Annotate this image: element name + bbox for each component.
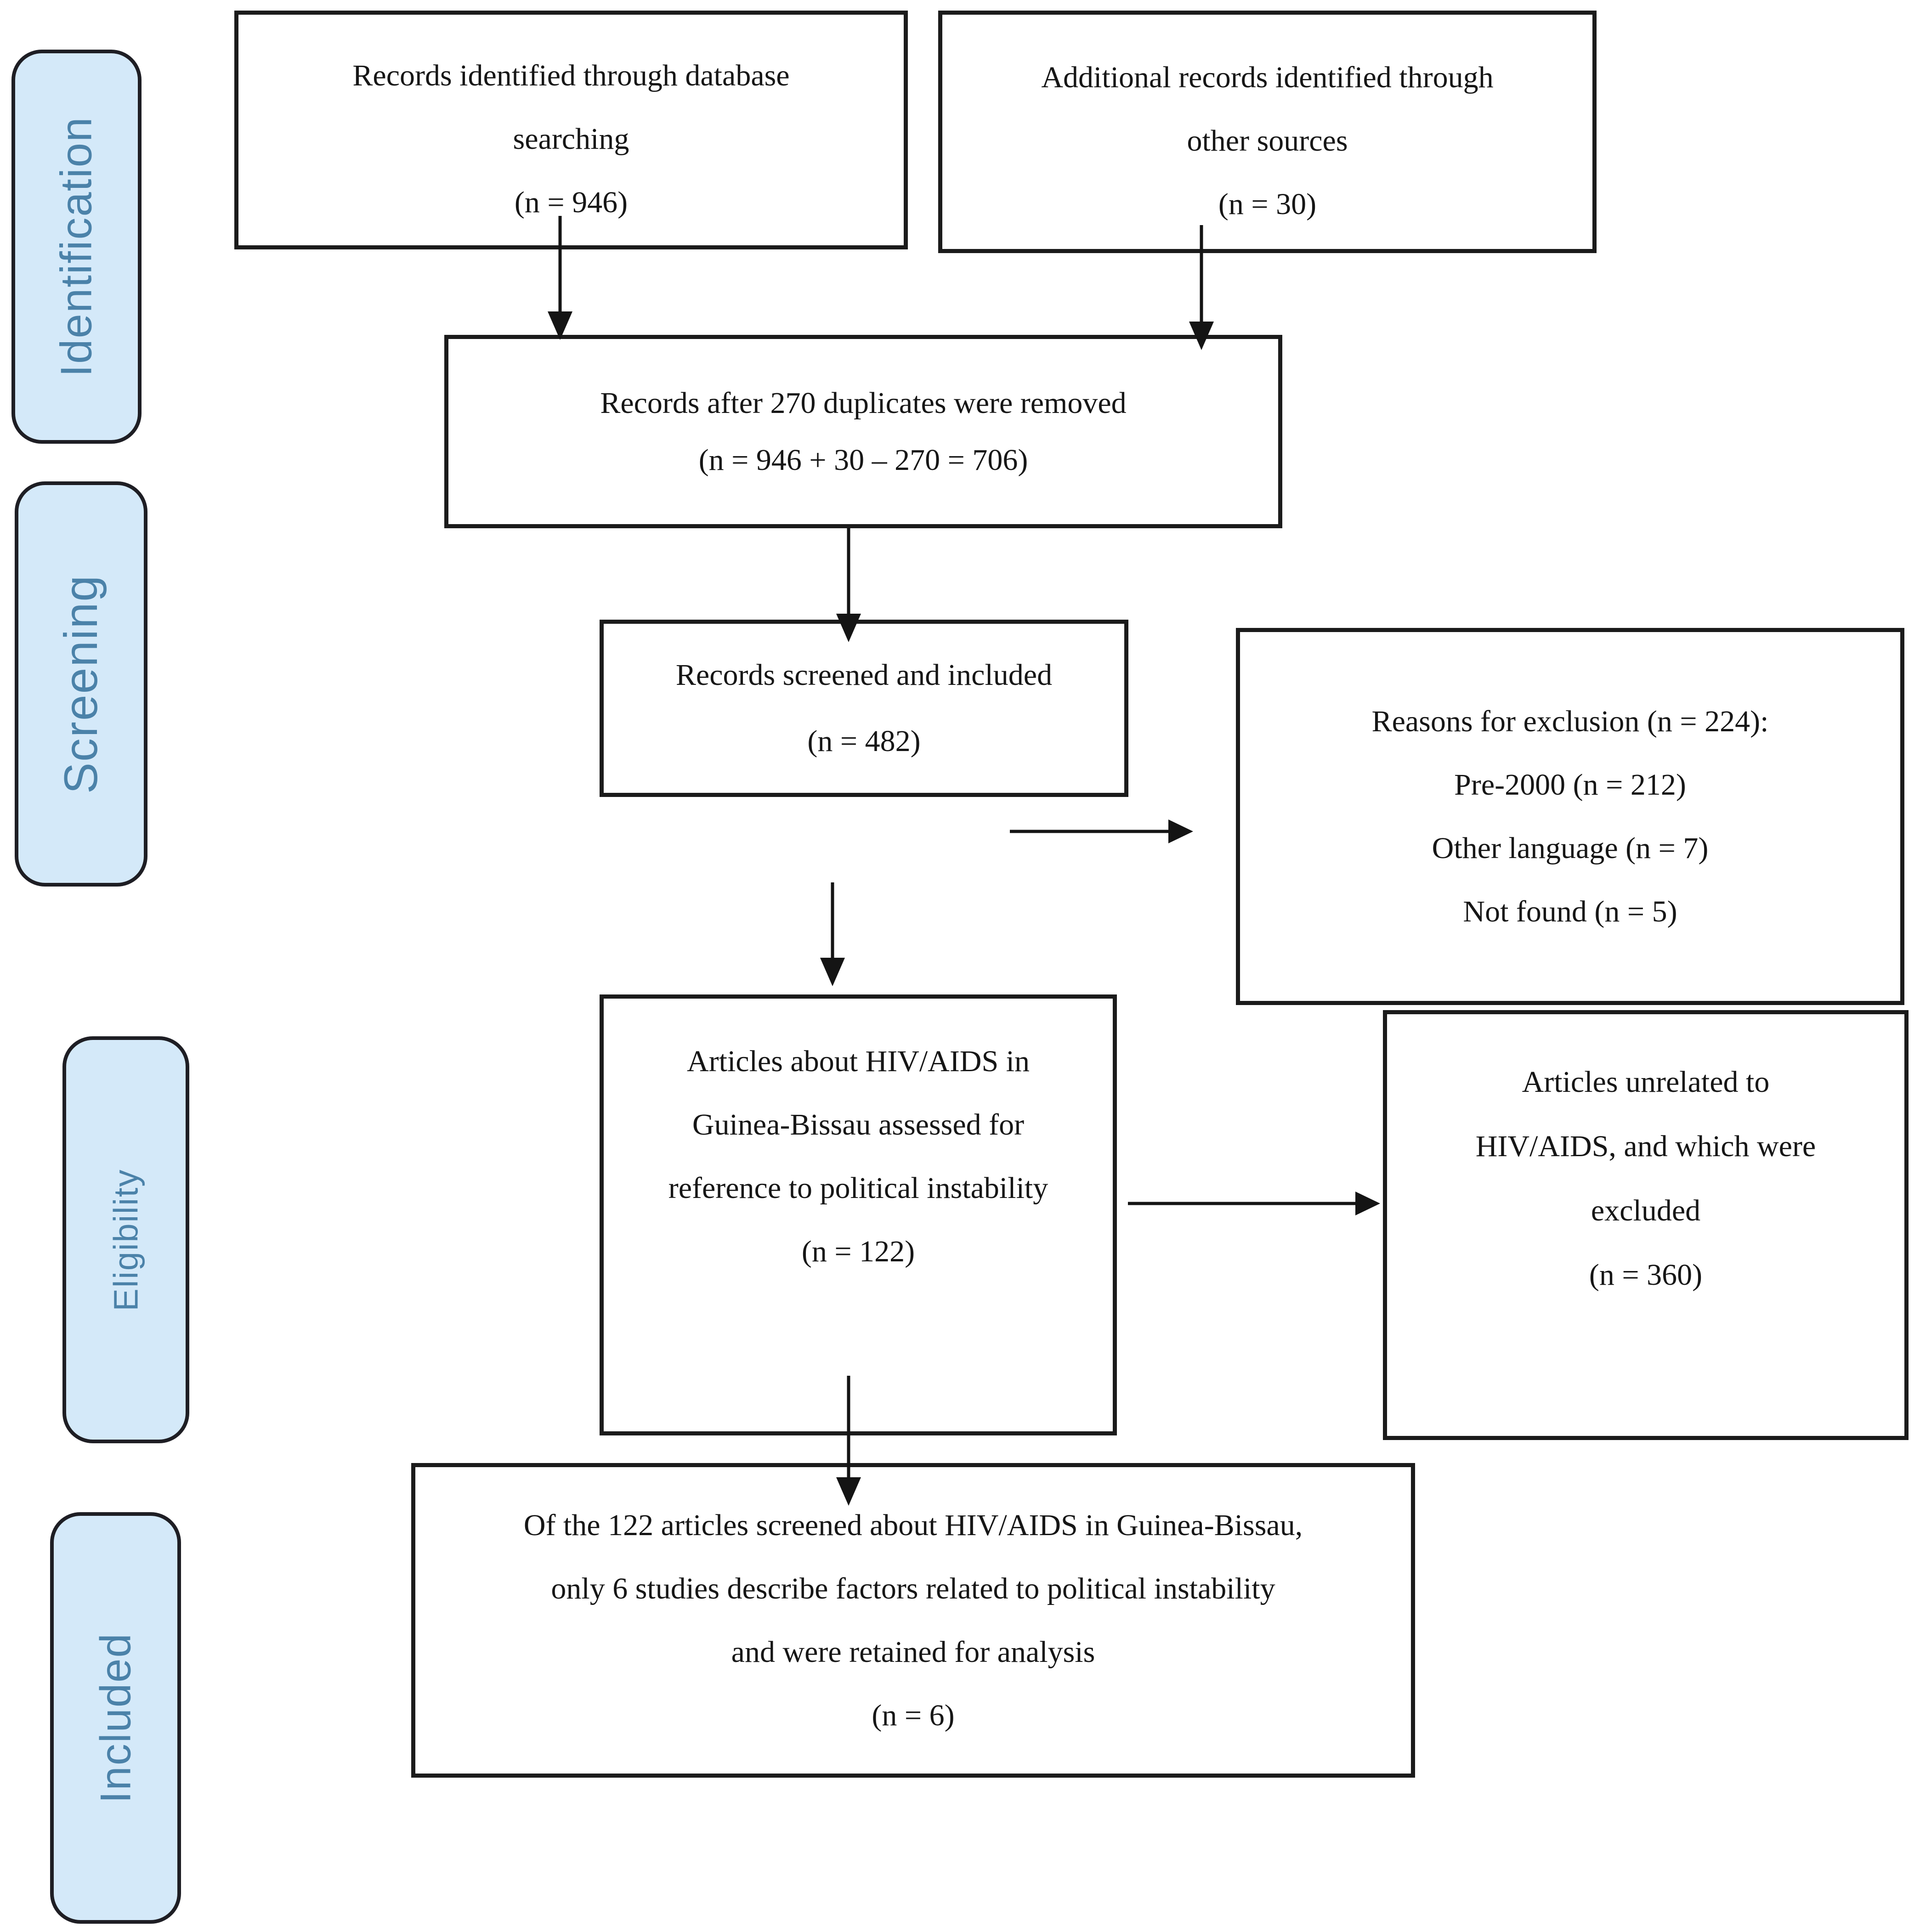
arrow-eligibility-to-unrelated [1128,1192,1380,1215]
box-line: Other language (n = 7) [1432,831,1709,865]
box-line: other sources [1187,124,1348,158]
box-line: (n = 946 + 30 – 270 = 706) [698,443,1028,477]
box-line: (n = 946) [514,186,628,219]
box-records-identified: Records identified through database sear… [234,11,908,249]
box-line: Articles about HIV/AIDS in [686,1045,1030,1078]
stage-identification-label: Identification [51,116,101,377]
stage-included-label: Included [91,1633,140,1803]
box-line: Reasons for exclusion (n = 224): [1371,704,1769,738]
box-line: Articles unrelated to [1522,1065,1770,1099]
box-line: Records after 270 duplicates were remove… [600,386,1127,420]
stage-eligibility-label: Eligibility [107,1169,145,1311]
box-line: Of the 122 articles screened about HIV/A… [523,1508,1303,1542]
box-line: excluded [1591,1194,1701,1227]
box-line: HIV/AIDS, and which were [1475,1130,1816,1163]
stage-eligibility: Eligibility [62,1036,189,1443]
box-additional-records: Additional records identified through ot… [938,11,1597,253]
box-line: (n = 122) [801,1235,915,1268]
box-line: Pre-2000 (n = 212) [1454,768,1686,802]
box-line: Records identified through database [352,59,790,92]
box-articles-unrelated-excluded: Articles unrelated to HIV/AIDS, and whic… [1383,1010,1909,1440]
box-line: Not found (n = 5) [1463,894,1677,928]
box-line: Guinea-Bissau assessed for [692,1108,1025,1141]
stage-screening: Screening [15,481,147,887]
box-line: Records screened and included [675,658,1053,692]
box-line: searching [513,122,629,156]
box-line: Additional records identified through [1041,61,1494,94]
box-line: (n = 482) [807,724,921,758]
box-after-duplicates-removed: Records after 270 duplicates were remove… [444,335,1282,528]
stage-screening-label: Screening [55,574,107,794]
arrow-screened-to-eligibility [820,882,845,986]
box-line: only 6 studies describe factors related … [551,1571,1275,1605]
box-exclusion-reasons: Reasons for exclusion (n = 224): Pre-200… [1236,628,1904,1005]
stage-identification: Identification [11,50,142,444]
arrow-screened-to-exclusion [1010,819,1193,843]
box-line: reference to political instability [668,1171,1048,1205]
box-line: (n = 30) [1218,187,1317,221]
box-line: and were retained for analysis [731,1635,1095,1669]
box-line: (n = 6) [872,1698,955,1732]
box-studies-retained: Of the 122 articles screened about HIV/A… [411,1463,1415,1778]
box-records-screened: Records screened and included (n = 482) [600,620,1128,797]
box-articles-assessed: Articles about HIV/AIDS in Guinea-Bissau… [600,994,1117,1435]
stage-included: Included [50,1512,181,1924]
box-line: (n = 360) [1589,1258,1703,1292]
